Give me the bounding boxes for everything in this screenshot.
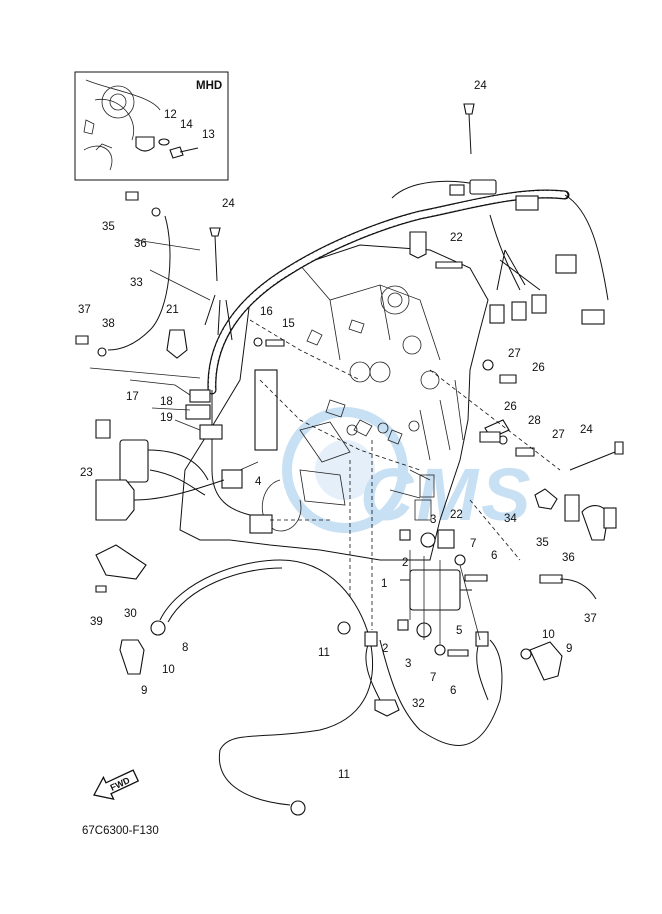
watermark: CMS [282, 407, 533, 536]
callout: 39 [90, 616, 103, 628]
callout: 27 [508, 348, 521, 360]
callout: 11 [318, 647, 330, 659]
callout: 2 [402, 557, 408, 569]
callout: 22 [450, 509, 463, 521]
callout: 7 [430, 672, 436, 684]
callout: 5 [456, 625, 462, 637]
callout: 10 [162, 664, 175, 676]
part-callouts: 12 14 13 24 35 24 36 22 33 21 37 16 15 3… [78, 80, 597, 781]
watermark-text: CMS [360, 453, 533, 536]
callout: 15 [282, 318, 295, 330]
callout: 24 [580, 424, 593, 436]
callout: 9 [566, 643, 572, 655]
leader-lines [89, 239, 561, 645]
callout: 36 [562, 552, 575, 564]
callout: 9 [141, 685, 147, 697]
callout: 26 [504, 401, 517, 413]
drawing-code: 67C6300-F130 [82, 825, 159, 837]
callout: 16 [260, 306, 273, 318]
callout: 13 [202, 129, 215, 141]
callout: 19 [160, 412, 173, 424]
callout: 7 [470, 538, 476, 550]
callout: 17 [126, 391, 139, 403]
callout: 8 [182, 642, 188, 654]
callout: 38 [102, 318, 115, 330]
callout: 18 [160, 396, 173, 408]
main-wire-harness [204, 179, 609, 516]
callout: 34 [504, 513, 517, 525]
callout: 6 [491, 550, 497, 562]
callout: 12 [164, 109, 177, 121]
inset-label: MHD [196, 80, 222, 92]
callout: 3 [405, 658, 411, 670]
callout: 22 [450, 232, 463, 244]
callout: 35 [102, 221, 115, 233]
callout: 37 [78, 304, 91, 316]
callout: 26 [532, 362, 545, 374]
callout: 23 [80, 467, 93, 479]
callout: 36 [134, 238, 147, 250]
callout: 14 [180, 119, 193, 131]
callout: 28 [528, 415, 541, 427]
callout: 24 [474, 80, 487, 92]
callout: 21 [166, 304, 179, 316]
callout: 32 [412, 698, 425, 710]
callout: 35 [536, 537, 549, 549]
callout: 27 [552, 429, 565, 441]
callout: 11 [338, 769, 350, 781]
callout: 30 [124, 608, 137, 620]
inset-mhd: MHD [74, 71, 229, 181]
callout: 1 [381, 578, 387, 590]
fwd-arrow-icon: FWD [93, 769, 140, 801]
callout: 37 [584, 613, 597, 625]
callout: 33 [130, 277, 143, 289]
components [75, 103, 624, 816]
callout: 2 [382, 643, 388, 655]
callout: 3 [430, 514, 436, 526]
callout: 4 [255, 476, 262, 488]
callout: 6 [450, 685, 456, 697]
callout: 10 [542, 629, 555, 641]
callout: 24 [222, 198, 235, 210]
